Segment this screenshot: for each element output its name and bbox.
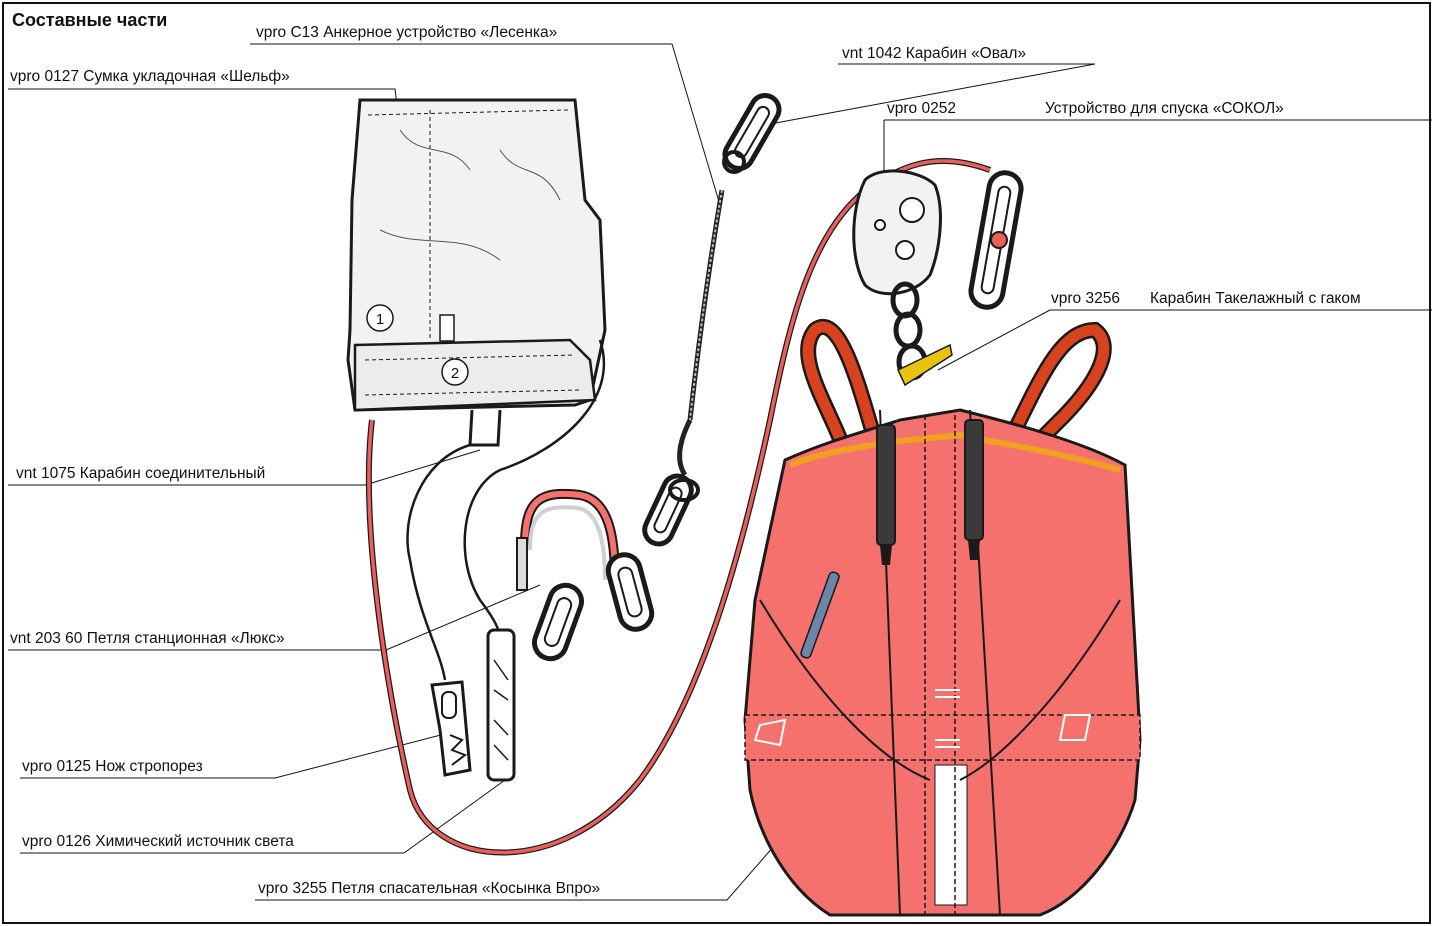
descender-sokol — [854, 170, 1024, 385]
label-connecting-carabiner: vnt 1075 Карабин соединительный — [16, 465, 265, 483]
figure-title: Составные части — [12, 10, 167, 31]
cable-carabiner — [640, 471, 696, 548]
label-chemical-light: vpro 0126 Химический источник света — [22, 833, 294, 851]
knife-cutter — [432, 682, 470, 775]
black-cord — [408, 445, 471, 680]
label-station-loop: vnt 203 60 Петля станционная «Люкс» — [10, 630, 285, 648]
label-oval-carabiner: vnt 1042 Карабин «Овал» — [842, 45, 1026, 63]
label-knife: vpro 0125 Нож стропорез — [22, 758, 203, 776]
label-sokol-descender: Устройство для спуска «СОКОЛ» — [1045, 100, 1284, 118]
label-rigging-carabiner: Карабин Такелажный с гаком — [1150, 290, 1361, 308]
leader-rigging-pointer — [938, 310, 1050, 370]
chemical-light — [488, 630, 514, 780]
station-loop — [517, 494, 655, 663]
label-code-3256: vpro 3256 — [1051, 290, 1120, 308]
rescue-bag — [745, 410, 1140, 915]
pouch-mark-1: 1 — [376, 311, 384, 328]
leader-shelf — [8, 89, 400, 130]
label-anchor-c13: vpro C13 Анкерное устройство «Лесенка» — [256, 24, 557, 42]
label-rescue-loop: vpro 3255 Петля спасательная «Косынка Вп… — [258, 880, 600, 898]
pouch-shelf: 1 2 — [348, 100, 605, 445]
oval-carabiner — [720, 90, 784, 173]
label-code-0252: vpro 0252 — [887, 100, 956, 118]
pouch-mark-2: 2 — [451, 365, 459, 382]
label-shelf-pouch: vpro 0127 Сумка укладочная «Шельф» — [10, 68, 290, 86]
